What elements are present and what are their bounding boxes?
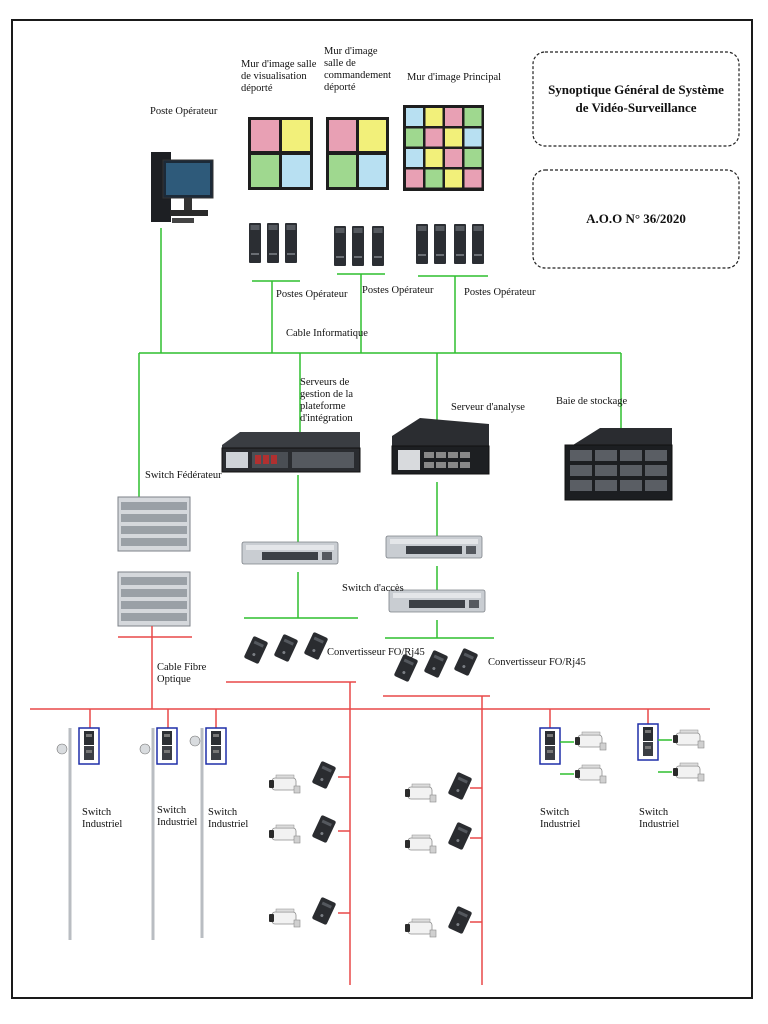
industrial-switch-icon	[78, 723, 659, 765]
rack-server-icon	[391, 418, 490, 475]
title-box	[532, 51, 740, 147]
postes-operateur-label: Postes Opérateur	[276, 289, 348, 300]
video-wall-screen	[406, 108, 423, 126]
video-wall-screen	[445, 108, 462, 126]
reference-box	[532, 169, 740, 269]
video-wall-screen	[425, 108, 443, 126]
rack-server-icon	[221, 432, 361, 473]
video-wall-screen	[425, 128, 443, 147]
switch-industriel-label: Switch Industriel	[157, 805, 198, 828]
video-wall-screen	[445, 149, 462, 167]
tower-pc-icon	[334, 226, 384, 266]
postes-operateur-label: Postes Opérateur	[464, 287, 536, 298]
media-converter-icon	[311, 760, 473, 935]
postes-operateur-label: Postes Opérateur	[362, 285, 434, 296]
video-wall-screen	[464, 128, 482, 147]
mur-commandement-label: Mur d'image salle de commandement déport…	[324, 46, 392, 93]
ptz-camera-pole-icon	[68, 728, 204, 940]
cable-fibre-label: Cable Fibre Optique	[157, 662, 207, 685]
convertisseur-label: Convertisseur FO/Rj45	[327, 647, 425, 658]
cable-informatique-label: Cable Informatique	[286, 328, 368, 339]
tower-pc-icon	[416, 224, 484, 264]
poste-operateur-label: Poste Opérateur	[150, 106, 218, 117]
network-cabling	[120, 228, 622, 639]
video-wall-icon	[248, 117, 313, 190]
storage-array-icon	[564, 428, 673, 501]
tender-reference: A.O.O N° 36/2020	[586, 211, 686, 226]
video-wall-icon	[326, 117, 389, 190]
switch-federateur-label: Switch Fédérateur	[145, 470, 222, 481]
video-wall-screen	[425, 149, 443, 167]
switch-industriel-label: Switch Industriel	[639, 807, 680, 830]
video-wall-screen	[464, 169, 482, 188]
serveur-analyse-label: Serveur d'analyse	[451, 402, 525, 413]
switch-industriel-label: Switch Industriel	[540, 807, 581, 830]
switch-industriel-label: Switch Industriel	[208, 807, 249, 830]
switch-acces-label: Switch d'accès	[342, 583, 404, 594]
convertisseur-label: Convertisseur FO/Rj45	[488, 657, 586, 668]
baie-stockage-label: Baie de stockage	[556, 396, 628, 407]
ptz-camera-pole-icon	[56, 735, 201, 755]
switch-industriel-label: Switch Industriel	[82, 807, 123, 830]
camera-links	[560, 739, 672, 775]
tower-pc-icon	[249, 223, 297, 263]
diagram-title: Synoptique Général de Système de Vidéo-S…	[548, 82, 724, 115]
mur-principal-label: Mur d'image Principal	[407, 72, 502, 83]
video-wall-icon	[403, 105, 484, 191]
video-wall-screen	[406, 149, 423, 167]
fibre-cabling	[30, 626, 710, 985]
video-wall-screen	[445, 169, 462, 188]
serveurs-gestion-label: Serveurs de gestion de la plateforme d'i…	[300, 377, 354, 424]
desktop-computer-icon	[151, 152, 214, 223]
video-wall-screen	[425, 169, 443, 188]
video-wall-screen	[464, 108, 482, 126]
mur-visualisation-label: Mur d'image salle de visualisation dépor…	[241, 59, 317, 94]
network-switch-icon	[241, 535, 486, 613]
video-wall-screen	[406, 169, 423, 188]
video-wall-screen	[464, 149, 482, 167]
diagram-frame	[11, 19, 753, 999]
video-wall-screen	[445, 128, 462, 147]
video-wall-screen	[406, 128, 423, 147]
chassis-switch-icon	[117, 496, 191, 627]
